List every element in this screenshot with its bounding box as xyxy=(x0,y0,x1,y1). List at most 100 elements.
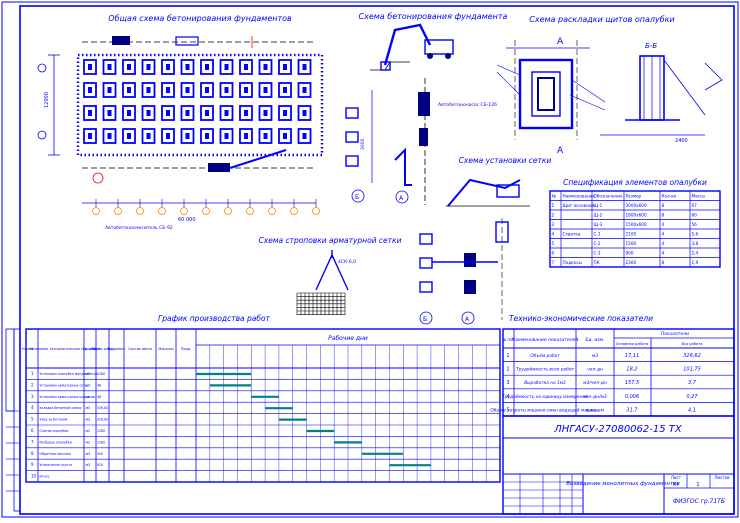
spec-cell: Щ-1 xyxy=(594,203,603,208)
spec-cell: 67 xyxy=(692,203,698,208)
schedule-row-name: Укладка бетонной смеси xyxy=(40,406,82,410)
dim-plan-length: 60 000 xyxy=(178,217,196,223)
tech-head-group: Показатели xyxy=(661,331,689,337)
axis-bubble xyxy=(114,207,122,215)
foundation-column xyxy=(185,64,190,70)
tech-row-v1: 17,11 xyxy=(625,353,639,359)
foundation-column xyxy=(205,133,209,139)
foundation-column xyxy=(283,110,287,116)
foundation-cell xyxy=(278,59,292,75)
tech-row-name: Выработка на 1м3 xyxy=(524,380,566,386)
foundation-column xyxy=(302,87,307,93)
foundation-column xyxy=(146,110,151,116)
tech-row-v2: 0,27 xyxy=(686,394,698,400)
foundation-cell xyxy=(278,128,292,144)
foundation-column xyxy=(185,110,190,116)
foundation-column xyxy=(166,87,170,93)
footing-3 xyxy=(345,155,359,167)
pump-boom xyxy=(229,149,287,169)
title-schedule: График производства работ xyxy=(158,314,271,323)
schedule-row-num: 6 xyxy=(31,428,34,433)
foundation-column xyxy=(224,133,229,139)
general-plan: 12000 Автобетоносмеситель СБ-92 60 000 xyxy=(37,36,324,231)
foundation-column xyxy=(166,64,170,70)
axis-bubble-b xyxy=(37,130,47,140)
foundation-cell xyxy=(83,59,97,75)
schedule-row-unit: м2 xyxy=(86,429,91,433)
mesh-sling: 4СК-6,0 xyxy=(296,250,356,315)
side-strip xyxy=(5,328,15,412)
foundation-column xyxy=(205,110,209,116)
schedule-header: № xyxy=(30,347,34,351)
truck-top-2 xyxy=(175,36,199,46)
spec-cell: 2300 xyxy=(626,260,637,265)
footing-2 xyxy=(345,131,359,143)
tech-row-unit: м3 xyxy=(592,353,598,359)
foundation-column xyxy=(263,87,268,93)
spec-header: Кол-во xyxy=(662,194,677,199)
spec-cell: 3000x600 xyxy=(626,203,647,208)
foundation-cell xyxy=(180,128,195,144)
inner-frame xyxy=(19,5,735,515)
schedule-row-unit: м3 xyxy=(86,463,91,467)
tech-row-name: Объём работ xyxy=(530,353,560,359)
foundation-cell xyxy=(239,128,253,144)
schedule-row-num: 4 xyxy=(31,405,34,410)
spec-cell: 4 xyxy=(662,241,665,246)
title-mesh-sling: Схема строповки арматурной сетки xyxy=(259,236,402,245)
foundation-cell xyxy=(83,82,97,98)
spec-cell: С-1 xyxy=(594,232,601,237)
foundation-column xyxy=(146,64,151,70)
foundation-cell xyxy=(258,128,273,144)
foundation-cell xyxy=(297,128,312,144)
tech-row-name: Общие затраты машино-смен ведущей машины xyxy=(490,407,600,413)
axis-bubble xyxy=(268,207,276,215)
tech-head-sub1: Основная работа xyxy=(616,342,649,346)
foundation-column xyxy=(224,110,229,116)
section-a-bottom: А xyxy=(557,146,564,156)
tech-row-v2: 101,75 xyxy=(683,367,701,373)
foundation-column xyxy=(127,87,131,93)
spec-cell: ПК xyxy=(594,260,600,265)
foundation-cell xyxy=(258,105,273,121)
schedule-row-name: Уплотнение грунта xyxy=(40,463,73,467)
foundation-column xyxy=(283,133,287,139)
vibrator xyxy=(419,128,428,146)
foundation-column xyxy=(107,87,112,93)
spec-header: № xyxy=(552,194,557,199)
spec-cell: 3 xyxy=(552,222,555,227)
spec-cell: 4 xyxy=(662,232,665,237)
tech-row-num: 5 xyxy=(506,407,509,413)
spec-cell: 1800x600 xyxy=(626,213,647,218)
foundation-cell xyxy=(161,59,175,75)
foundation-column xyxy=(244,87,248,93)
schedule-row-qty: 920 xyxy=(97,452,103,456)
foundation-cell xyxy=(297,59,312,75)
schedule-row-name: Итого xyxy=(40,475,50,479)
axis-bubble xyxy=(158,207,166,215)
foundation-column xyxy=(283,64,287,70)
title-formwork-scheme: Схема раскладки щитов опалубки xyxy=(529,15,674,24)
flow-note: Автобетоносмеситель СБ-92 xyxy=(105,225,173,231)
stamp-sheets-head: Листов xyxy=(715,475,731,480)
schedule-row-unit: м3 xyxy=(86,406,91,410)
pump-truck xyxy=(208,163,230,172)
schedule-row-qty: 1280 xyxy=(97,429,105,433)
title-concreting-scheme: Схема бетонирования фундамента xyxy=(359,12,508,21)
foundation-column xyxy=(166,133,170,139)
foundation-cell xyxy=(83,105,97,121)
schedule-row-num: 1 xyxy=(31,371,34,376)
foundation-cell xyxy=(278,82,292,98)
schedule-row-unit: м2 xyxy=(86,372,91,376)
schedule-row-name: Установка опалубки фундаментов xyxy=(40,372,98,376)
truck-top-1 xyxy=(112,36,130,45)
foundation-cell xyxy=(239,82,253,98)
foundation-column xyxy=(302,133,307,139)
formwork-layout: А А Б-Б 2400 xyxy=(496,37,723,156)
foundation-cell xyxy=(297,105,312,121)
spec-cell: Щ-3 xyxy=(594,222,603,227)
tech-row-v1: 0,006 xyxy=(625,394,639,400)
spec-cell: С-2 xyxy=(594,241,601,246)
